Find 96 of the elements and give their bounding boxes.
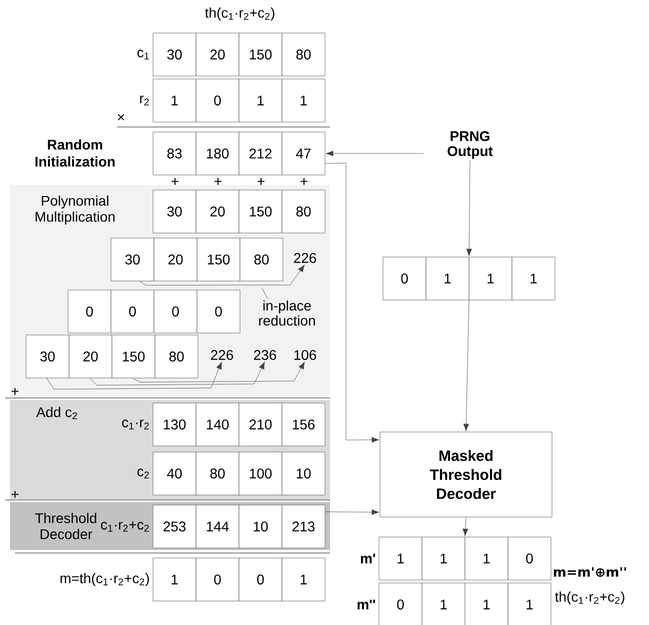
array-cell: 150 [112, 334, 156, 378]
operator-sign: + [172, 178, 178, 185]
array-cell: 150 [238, 32, 282, 76]
array-cell: 100 [238, 452, 282, 496]
array-cell: 150 [196, 238, 240, 282]
array-cell: 1 [152, 78, 196, 122]
array-cell: 156 [282, 402, 326, 446]
operator-sign: × [118, 114, 124, 120]
leader-line [262, 288, 268, 300]
array-cell: 0 [196, 558, 240, 602]
row-label: m' [360, 554, 376, 564]
array-cell: 20 [196, 32, 240, 76]
operator-sign: + [12, 490, 18, 498]
row-label: Random Initialization [36, 139, 115, 167]
array-cell: 1 [508, 582, 552, 625]
operator-sign: + [12, 388, 18, 395]
array-cell: 1 [378, 536, 422, 580]
array-cell: 80 [240, 238, 284, 282]
annotation-text: in-place reduction [259, 300, 315, 326]
array-cell: 83 [152, 132, 196, 176]
arrow [325, 162, 380, 443]
stage-title: Polynomial Multiplication [36, 195, 115, 225]
title-text: th(c$_{1}$·r$_{2}$+c$_{2}$) [205, 7, 274, 21]
array-cell: 0 [378, 582, 422, 625]
array-cell: 47 [282, 132, 326, 176]
arrow [463, 300, 470, 432]
arrow [462, 517, 468, 536]
operator-sign: + [214, 178, 222, 185]
array-cell: 30 [152, 32, 196, 76]
array-cell: 80 [196, 452, 240, 496]
array-cell: 30 [26, 334, 70, 378]
arrow [132, 362, 305, 382]
operator-sign: + [258, 178, 264, 185]
formula-text: th(c$_{1}$·r$_{2}$+c$_{2}$) [555, 591, 624, 605]
row-label: r$_{2}$ [140, 96, 149, 106]
array-cell: 80 [282, 190, 326, 234]
arrow [326, 150, 424, 156]
row-label: m'' [358, 600, 376, 610]
array-cell: 212 [238, 132, 282, 176]
row-label: c$_{1}$·r$_{2}$ [122, 420, 149, 430]
array-cell: 0 [154, 290, 198, 334]
array-cell: 1 [152, 558, 196, 602]
array-cell: 0 [382, 256, 426, 300]
value-text: 236 [254, 350, 276, 360]
array-cell: 253 [152, 504, 196, 548]
array-cell: 0 [508, 536, 552, 580]
array-cell: 30 [152, 190, 196, 234]
array-cell: 10 [282, 452, 326, 496]
operator-sign: + [300, 178, 308, 185]
array-cell: 1 [282, 78, 326, 122]
formula-text: m=m'⊕m'' [554, 567, 626, 577]
value-text: 226 [211, 350, 234, 360]
array-cell: 130 [152, 402, 196, 446]
decoder-box: Masked Threshold Decoder [380, 432, 552, 518]
array-cell: 0 [238, 558, 282, 602]
array-cell: 1 [282, 558, 326, 602]
array-cell: 140 [196, 402, 240, 446]
array-cell: 1 [464, 582, 508, 625]
stage-title: Add c$_{2}$ [36, 406, 77, 420]
array-cell: 1 [464, 536, 508, 580]
stage-title: Threshold Decoder [35, 512, 96, 540]
array-cell: 144 [196, 504, 240, 548]
row-label: c$_{2}$ [137, 468, 149, 478]
value-text: 106 [294, 350, 316, 360]
array-cell: 80 [154, 334, 198, 378]
arrow [90, 362, 265, 386]
row-label: c$_{1}$·r$_{2}$+c$_{2}$ [101, 521, 149, 532]
array-cell: 1 [238, 78, 282, 122]
array-cell: 20 [196, 190, 240, 234]
value-text: 226 [294, 253, 316, 263]
row-label: m=th(c$_{1}$·r$_{2}$+c$_{2}$) [60, 572, 149, 586]
row-label: c$_{1}$ [137, 50, 149, 60]
array-cell: 213 [282, 504, 326, 548]
array-cell: 210 [238, 402, 282, 446]
array-cell: 1 [426, 256, 470, 300]
array-cell: 1 [512, 256, 556, 300]
array-cell: 1 [422, 536, 466, 580]
arrow [466, 160, 472, 256]
block-title: PRNG Output [448, 131, 493, 159]
array-cell: 1 [422, 582, 466, 625]
array-cell: 20 [154, 238, 198, 282]
array-cell: 180 [196, 132, 240, 176]
array-cell: 40 [152, 452, 196, 496]
array-cell: 80 [282, 32, 326, 76]
array-cell: 10 [238, 504, 282, 548]
array-cell: 0 [196, 290, 240, 334]
arrow [46, 362, 222, 390]
array-cell: 150 [238, 190, 282, 234]
arrow [325, 509, 380, 515]
array-cell: 0 [196, 78, 240, 122]
array-cell: 0 [68, 290, 112, 334]
arrow [140, 264, 305, 286]
array-cell: 1 [468, 256, 512, 300]
array-cell: 30 [110, 238, 154, 282]
array-cell: 20 [68, 334, 112, 378]
array-cell: 0 [110, 290, 154, 334]
